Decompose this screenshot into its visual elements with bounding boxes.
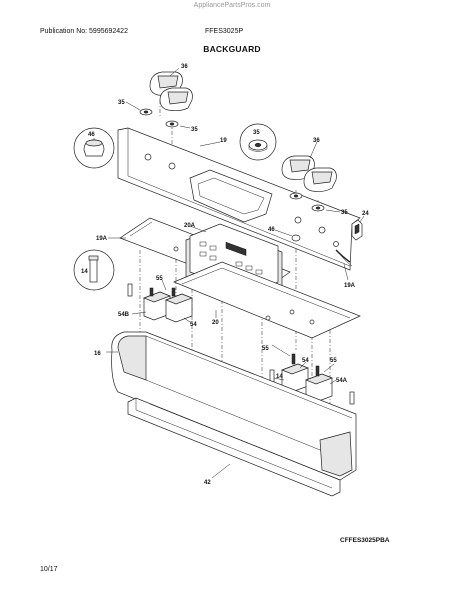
label-knob-right: 36 xyxy=(313,138,320,144)
label-switch-right-55: 55 xyxy=(330,358,337,364)
label-trim: 42 xyxy=(204,480,211,486)
label-manifold-cover: 16 xyxy=(94,351,101,357)
publication-number: Publication No: 5995692422 xyxy=(40,28,128,35)
switch-54b xyxy=(143,287,171,321)
clip-right-b xyxy=(311,204,325,212)
label-clip-right: 35 xyxy=(341,210,348,216)
label-switch-mid: 54 xyxy=(190,322,197,328)
label-switch-b: 54B xyxy=(118,312,130,318)
switch-54a xyxy=(305,365,333,403)
label-backguard-panel: 19 xyxy=(220,138,227,144)
callout-button-46 xyxy=(73,127,115,169)
callout-clip-35 xyxy=(239,123,277,161)
pin-lower-right xyxy=(349,391,355,405)
section-title: BACKGUARD xyxy=(203,44,261,54)
lower-bracket-plate xyxy=(173,261,361,339)
label-clip-mid: 35 xyxy=(191,127,198,133)
part-labels: 36 35 35 19 46 35 36 35 24 19A 20A 46 19… xyxy=(81,64,369,486)
label-end-cap: 24 xyxy=(362,211,369,217)
label-pin-lower: 14 xyxy=(276,374,283,380)
label-knob-upper: 36 xyxy=(181,64,188,70)
end-cap xyxy=(351,219,363,241)
diagram-code: CFFES3025PBA xyxy=(340,537,390,544)
label-harness-right: 19A xyxy=(344,283,356,289)
knob-pair-upper xyxy=(149,71,193,112)
clip-upper-left xyxy=(139,108,153,116)
label-switch-a: 54A xyxy=(336,378,348,384)
label-clip-callout: 35 xyxy=(253,130,260,136)
label-clip-left: 35 xyxy=(118,100,125,106)
watermark: AppliancePartsPros.com xyxy=(193,2,271,9)
label-clock-overlay: 20A xyxy=(184,223,196,229)
label-switch-right-top: 55 xyxy=(262,346,269,352)
label-button-small: 46 xyxy=(268,227,275,233)
page-number: 10/17 xyxy=(40,566,58,573)
label-switch-right-54: 54 xyxy=(302,358,309,364)
clip-upper-mid xyxy=(165,120,179,128)
callout-pin-14 xyxy=(73,249,115,291)
switch-54 xyxy=(165,287,193,323)
trim-strip xyxy=(127,397,341,497)
clip-right-a xyxy=(289,192,303,200)
label-switch-left: 55 xyxy=(156,276,163,282)
wire-harness-right xyxy=(335,249,353,267)
model-number: FFES3025P xyxy=(205,28,244,35)
label-clock-board: 20 xyxy=(212,320,219,326)
leader-lines xyxy=(93,67,365,479)
knob-pair-right xyxy=(281,155,337,192)
pin-left xyxy=(127,283,133,297)
label-button: 46 xyxy=(88,132,95,138)
label-harness: 19A xyxy=(96,236,108,242)
manifold-cover xyxy=(111,331,357,481)
small-button xyxy=(291,234,301,242)
label-pin: 14 xyxy=(81,269,88,275)
